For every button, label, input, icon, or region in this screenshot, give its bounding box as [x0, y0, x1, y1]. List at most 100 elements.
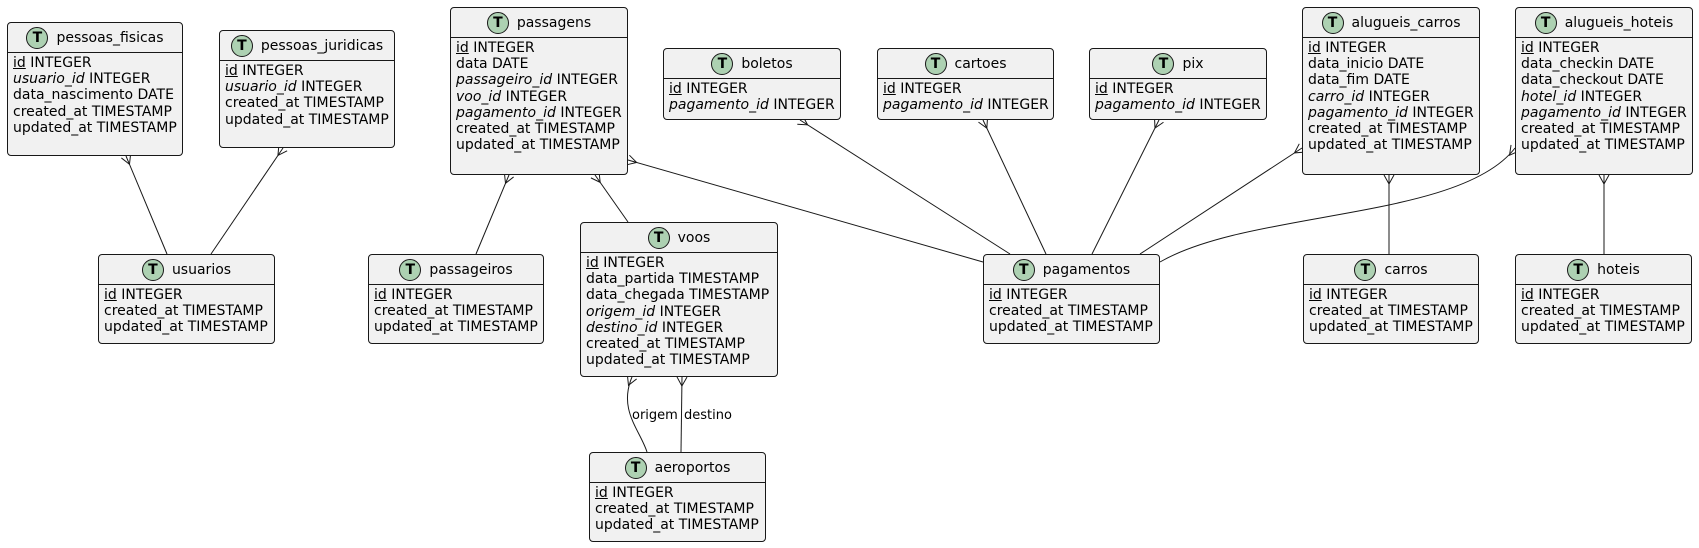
attribute-row: updated_at TIMESTAMP: [104, 319, 269, 335]
attribute-row: data_fim DATE: [1308, 72, 1474, 88]
primary-key-name: id: [225, 63, 238, 79]
attribute-type: TIMESTAMP: [673, 501, 754, 518]
foreign-key-name: hotel_id: [1521, 88, 1577, 105]
relationship-alugueis_carros-pagamentos: [1139, 147, 1303, 255]
crows-foot-marker: [978, 117, 989, 130]
attribute-type: TIMESTAMP: [1391, 137, 1472, 154]
attribute-row: id INTEGER: [1521, 40, 1687, 56]
table-icon: T: [1567, 258, 1590, 281]
attribute-type: INTEGER: [603, 255, 665, 271]
attribute-type: INTEGER: [560, 104, 622, 121]
table-icon: T: [486, 11, 509, 34]
attribute-type: INTEGER: [661, 319, 724, 336]
attribute-row: hotel_id INTEGER: [1521, 89, 1687, 105]
attribute-row: created_at TIMESTAMP: [989, 303, 1154, 319]
entity-title: pessoas_fisicas: [56, 29, 164, 46]
foreign-key-name: usuario_id: [225, 79, 297, 96]
attribute-name: data_chegada: [586, 287, 685, 304]
attribute-name: updated_at: [456, 137, 536, 154]
crows-foot-marker: [121, 154, 132, 166]
attribute-type: TIMESTAMP: [1599, 303, 1680, 320]
attribute-type: TIMESTAMP: [1604, 319, 1685, 336]
attribute-type: TIMESTAMP: [308, 111, 389, 128]
relationship-passagens-passageiros: [475, 174, 510, 255]
attribute-row: id INTEGER: [883, 81, 1048, 97]
entity-title: cartoes: [954, 55, 1007, 72]
attribute-row: created_at TIMESTAMP: [1521, 121, 1687, 137]
attribute-type: DATE: [1617, 56, 1655, 73]
attribute-name: updated_at: [989, 319, 1069, 336]
attribute-row: carro_id INTEGER: [1308, 89, 1474, 105]
attribute-type: TIMESTAMP: [664, 336, 745, 353]
entity-title: voos: [677, 229, 711, 246]
entity-title: aeroportos: [654, 459, 731, 476]
entity-title: pessoas_juridicas: [260, 37, 384, 54]
attribute-row: usuario_id INTEGER: [13, 71, 177, 87]
attribute-type: TIMESTAMP: [1072, 319, 1153, 336]
attribute-row: data_nascimento DATE: [13, 87, 177, 103]
attribute-row: id INTEGER: [456, 40, 622, 56]
attribute-row: created_at TIMESTAMP: [374, 303, 538, 319]
attribute-type: INTEGER: [1538, 287, 1600, 303]
attribute-row: id INTEGER: [669, 81, 835, 97]
attribute-row: data DATE: [456, 56, 622, 72]
attribute-type: TIMESTAMP: [96, 119, 177, 136]
table-icon: T: [924, 52, 947, 75]
primary-key-name: id: [595, 485, 608, 501]
attribute-type: TIMESTAMP: [1604, 137, 1685, 154]
attribute-name: created_at: [1309, 303, 1384, 320]
attribute-type: INTEGER: [1325, 40, 1387, 56]
attribute-type: TIMESTAMP: [539, 137, 620, 154]
attribute-row: pagamento_id INTEGER: [1095, 97, 1261, 113]
primary-key-name: id: [1521, 287, 1534, 303]
attribute-row: pagamento_id INTEGER: [1308, 105, 1474, 121]
crows-foot-marker: [626, 374, 637, 387]
table-icon: T: [1152, 52, 1175, 75]
attribute-row: updated_at TIMESTAMP: [374, 319, 538, 335]
attribute-name: updated_at: [586, 352, 666, 369]
primary-key-name: id: [586, 255, 599, 271]
attribute-type: TIMESTAMP: [678, 517, 759, 534]
attribute-row: id INTEGER: [1095, 81, 1261, 97]
attribute-type: TIMESTAMP: [1067, 303, 1148, 320]
attribute-type: TIMESTAMP: [457, 319, 538, 336]
attribute-name: updated_at: [1521, 137, 1601, 154]
foreign-key-name: pagamento_id: [883, 97, 983, 114]
attribute-name: created_at: [989, 303, 1064, 320]
foreign-key-name: voo_id: [456, 88, 502, 105]
table-icon: T: [141, 258, 164, 281]
table-icon: T: [1534, 11, 1557, 34]
attribute-row: id INTEGER: [104, 287, 269, 303]
attribute-row: data_checkin DATE: [1521, 56, 1687, 72]
attribute-name: updated_at: [374, 319, 454, 336]
attribute-type: TIMESTAMP: [187, 319, 268, 336]
attribute-name: data_partida: [586, 271, 675, 288]
entity-title: alugueis_hoteis: [1564, 14, 1674, 31]
attribute-type: INTEGER: [1326, 287, 1388, 303]
primary-key-name: id: [456, 40, 469, 56]
